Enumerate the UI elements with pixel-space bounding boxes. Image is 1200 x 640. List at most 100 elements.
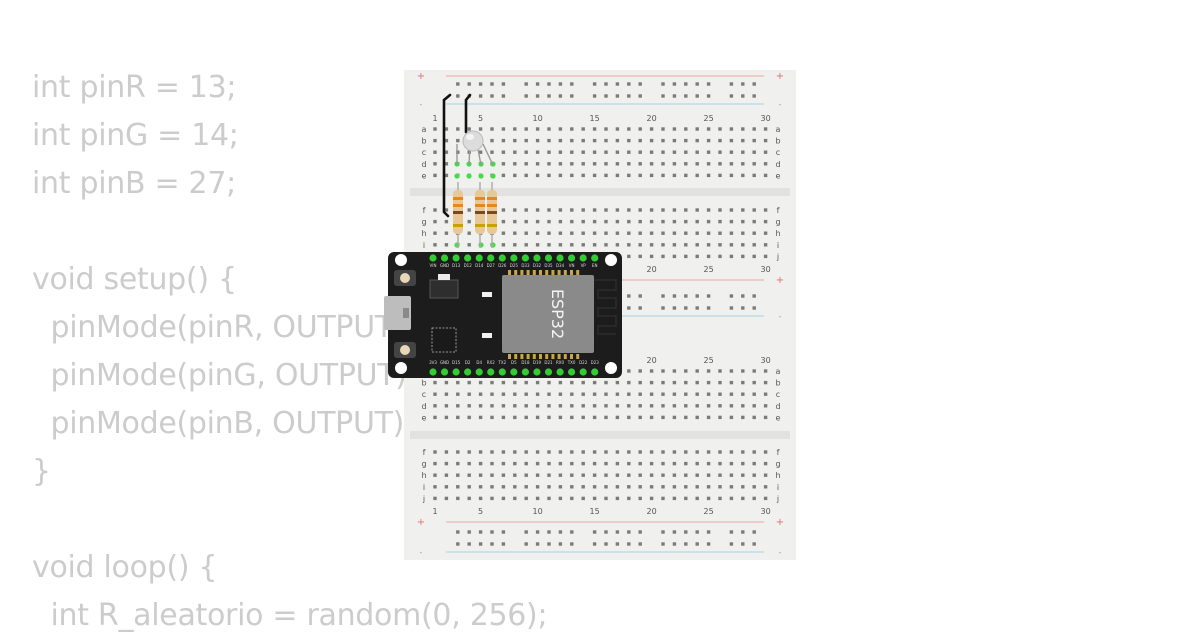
breadboard-hole[interactable] (752, 219, 756, 224)
breadboard-hole[interactable] (501, 473, 506, 477)
breadboard-hole[interactable] (627, 450, 631, 454)
breadboard-hole[interactable] (615, 404, 620, 408)
breadboard-hole[interactable] (752, 496, 756, 501)
breadboard-hole[interactable] (456, 150, 460, 154)
header-pin-top[interactable] (579, 254, 587, 262)
breadboard-hole[interactable] (547, 404, 551, 408)
breadboard-hole[interactable] (718, 219, 722, 224)
header-pin-top[interactable] (498, 254, 506, 262)
breadboard-hole[interactable] (467, 150, 471, 154)
rail-hole[interactable] (490, 530, 494, 534)
breadboard-hole[interactable] (592, 208, 597, 212)
breadboard-hole[interactable] (672, 127, 677, 131)
rail-hole[interactable] (752, 94, 756, 98)
breadboard-hole[interactable] (729, 485, 734, 489)
breadboard-hole[interactable] (433, 231, 437, 235)
breadboard-hole[interactable] (763, 380, 768, 385)
breadboard-hole[interactable] (535, 496, 540, 501)
breadboard-hole[interactable] (615, 461, 620, 466)
rail-hole[interactable] (672, 294, 677, 298)
header-pin-top[interactable] (464, 254, 472, 262)
breadboard-hole[interactable] (547, 380, 551, 385)
breadboard-hole[interactable] (570, 496, 574, 501)
breadboard-hole[interactable] (604, 208, 608, 212)
breadboard-hole[interactable] (752, 461, 756, 466)
usb-connector[interactable] (384, 296, 411, 330)
breadboard-hole[interactable] (490, 461, 494, 466)
breadboard-hole[interactable] (729, 162, 734, 166)
breadboard-hole[interactable] (763, 496, 768, 501)
breadboard-hole[interactable] (684, 208, 688, 212)
breadboard-hole[interactable] (649, 461, 654, 466)
breadboard-hole[interactable] (763, 127, 768, 131)
breadboard-hole[interactable] (638, 208, 642, 212)
breadboard-hole[interactable] (535, 485, 540, 489)
breadboard-hole[interactable] (695, 380, 699, 385)
breadboard-hole[interactable] (661, 254, 665, 259)
breadboard-hole[interactable] (604, 219, 608, 224)
breadboard-hole[interactable] (558, 231, 563, 235)
breadboard-hole[interactable] (558, 450, 563, 454)
breadboard-hole[interactable] (535, 150, 540, 154)
breadboard-hole[interactable] (456, 415, 460, 420)
breadboard-hole[interactable] (729, 380, 734, 385)
breadboard-hole[interactable] (570, 127, 574, 131)
breadboard-hole[interactable] (661, 485, 665, 489)
rail-hole[interactable] (501, 82, 506, 86)
breadboard-hole[interactable] (501, 162, 506, 166)
header-pin-top[interactable] (591, 254, 599, 262)
rail-hole[interactable] (467, 82, 471, 86)
breadboard-hole[interactable] (444, 173, 449, 178)
header-pin-bottom[interactable] (521, 368, 529, 376)
breadboard-hole[interactable] (752, 208, 756, 212)
breadboard-hole[interactable] (627, 150, 631, 154)
breadboard-hole[interactable] (592, 162, 597, 166)
breadboard-hole[interactable] (752, 127, 756, 131)
breadboard-hole[interactable] (535, 219, 540, 224)
breadboard-hole[interactable] (706, 208, 711, 212)
breadboard-hole[interactable] (535, 173, 540, 178)
rail-hole[interactable] (661, 94, 665, 98)
rail-hole[interactable] (615, 542, 620, 546)
breadboard-hole[interactable] (763, 150, 768, 154)
breadboard-hole[interactable] (627, 415, 631, 420)
breadboard-hole[interactable] (592, 450, 597, 454)
rail-hole[interactable] (684, 82, 688, 86)
breadboard-hole[interactable] (627, 392, 631, 396)
breadboard-hole[interactable] (604, 496, 608, 501)
breadboard-hole[interactable] (627, 380, 631, 385)
breadboard-hole[interactable] (752, 254, 756, 259)
rail-hole[interactable] (547, 94, 551, 98)
breadboard-hole[interactable] (444, 150, 449, 154)
rail-hole[interactable] (672, 530, 677, 534)
breadboard-hole[interactable] (444, 415, 449, 420)
breadboard-hole[interactable] (535, 404, 540, 408)
breadboard-hole[interactable] (592, 496, 597, 501)
rail-hole[interactable] (547, 542, 551, 546)
breadboard-hole[interactable] (752, 392, 756, 396)
breadboard-hole[interactable] (558, 162, 563, 166)
rail-hole[interactable] (627, 542, 631, 546)
breadboard-hole[interactable] (467, 496, 471, 501)
rail-hole[interactable] (524, 530, 528, 534)
breadboard-hole[interactable] (649, 415, 654, 420)
breadboard-hole[interactable] (741, 231, 745, 235)
breadboard-hole[interactable] (524, 404, 528, 408)
breadboard-hole[interactable] (478, 208, 483, 212)
breadboard-hole[interactable] (672, 369, 677, 373)
breadboard-hole[interactable] (706, 231, 711, 235)
breadboard-hole[interactable] (615, 173, 620, 178)
breadboard-hole[interactable] (478, 150, 483, 154)
breadboard-hole[interactable] (741, 150, 745, 154)
header-pin-bottom[interactable] (568, 368, 576, 376)
breadboard-hole[interactable] (763, 231, 768, 235)
breadboard-hole[interactable] (535, 138, 540, 143)
breadboard-hole[interactable] (661, 127, 665, 131)
breadboard-hole[interactable] (741, 404, 745, 408)
breadboard-hole[interactable] (615, 162, 620, 166)
rail-hole[interactable] (661, 530, 665, 534)
breadboard-hole[interactable] (638, 473, 642, 477)
breadboard-hole[interactable] (478, 138, 483, 143)
breadboard-hole[interactable] (535, 415, 540, 420)
breadboard-hole[interactable] (444, 127, 449, 131)
